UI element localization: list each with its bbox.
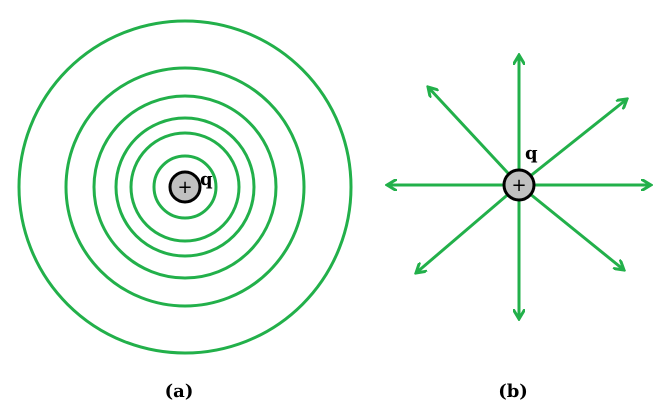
field-arrow-upper-left [428,87,521,187]
equipotential-circle-5 [64,66,306,308]
field-arrow-upper-right [518,99,627,187]
equipotential-circle-2 [129,131,241,243]
point-charge-b: + [502,168,536,202]
plus-sign: + [177,177,192,198]
caption-b: (b) [498,381,528,402]
panel-b-field-lines: + q (b) [387,55,651,402]
charge-sphere [168,170,202,204]
charge-sphere [502,168,536,202]
point-charge-a: + [168,170,202,204]
plus-sign: + [511,175,526,196]
charge-label-b: q [525,143,538,164]
panel-a-equipotentials: + q (a) [17,19,353,402]
charge-label-a: q [200,169,213,190]
field-arrow-lower-right [518,183,624,270]
equipotential-circle-4 [92,94,278,280]
equipotential-circle-3 [114,116,256,258]
field-arrow-lower-left [416,183,520,273]
equipotential-circle-1 [152,154,218,220]
caption-a: (a) [165,381,194,402]
equipotential-circle-6 [17,19,353,355]
